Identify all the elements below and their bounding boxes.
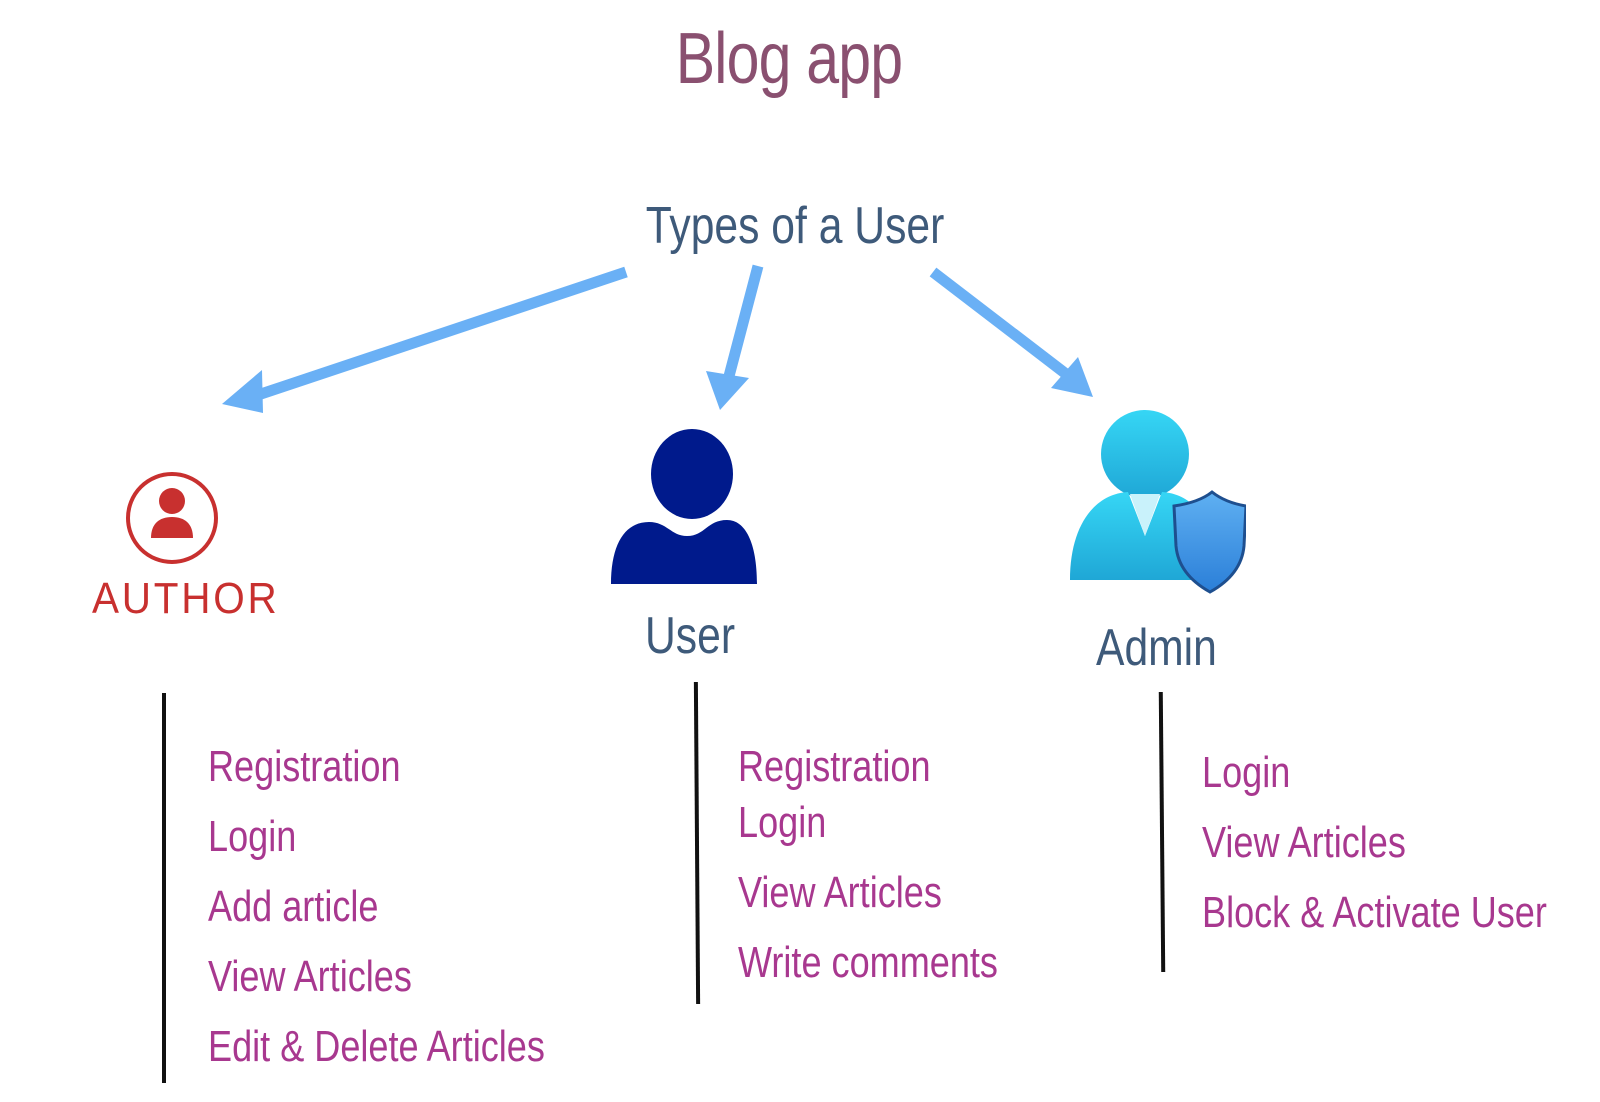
list-item: Edit & Delete Articles: [208, 1022, 545, 1071]
types-of-user-heading: Types of a User: [645, 197, 945, 255]
list-item: Login: [208, 812, 297, 861]
author-divider-line: [162, 693, 166, 1083]
list-item: Registration: [208, 742, 401, 791]
author-badge-icon: [126, 472, 218, 564]
list-item: Write comments: [738, 938, 998, 987]
arrow-to-admin: [929, 267, 1074, 382]
list-item: View Articles: [738, 868, 942, 917]
arrow-to-author: [250, 266, 628, 403]
person-silhouette-icon: [611, 429, 757, 584]
arrow-head-author: [222, 370, 263, 413]
arrow-head-user: [706, 371, 749, 410]
admin-shield-icon: [1070, 410, 1246, 594]
list-item: Login: [738, 798, 827, 847]
list-item: Registration: [738, 742, 931, 791]
list-item: View Articles: [208, 952, 412, 1001]
role-label-admin: Admin: [1096, 619, 1217, 677]
arrow-head-admin: [1051, 357, 1093, 397]
list-item: Block & Activate User: [1202, 888, 1547, 937]
list-item: Add article: [208, 882, 379, 931]
diagram-title: Blog app: [675, 19, 903, 99]
list-item: View Articles: [1202, 818, 1406, 867]
role-label-author: AUTHOR: [92, 574, 280, 623]
role-label-user: User: [645, 607, 736, 665]
list-item: Login: [1202, 748, 1291, 797]
arrow-to-user: [722, 264, 764, 382]
